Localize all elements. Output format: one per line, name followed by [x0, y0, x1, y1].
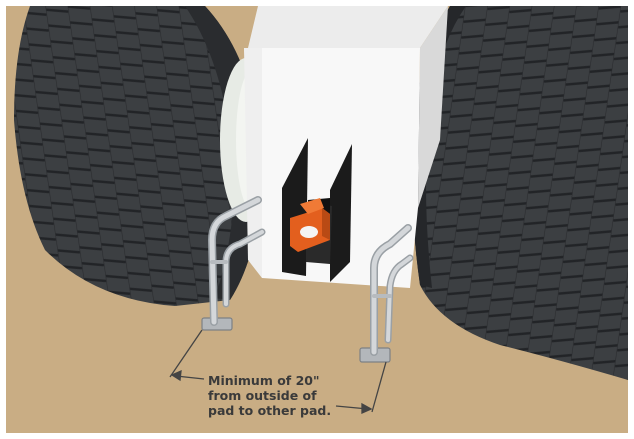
annotation-line-3: pad to other pad.	[208, 403, 358, 418]
annotation-line-1: Minimum of 20"	[208, 373, 358, 388]
clearance-annotation: Minimum of 20" from outside of pad to ot…	[208, 373, 358, 418]
annotation-line-2: from outside of	[208, 388, 358, 403]
